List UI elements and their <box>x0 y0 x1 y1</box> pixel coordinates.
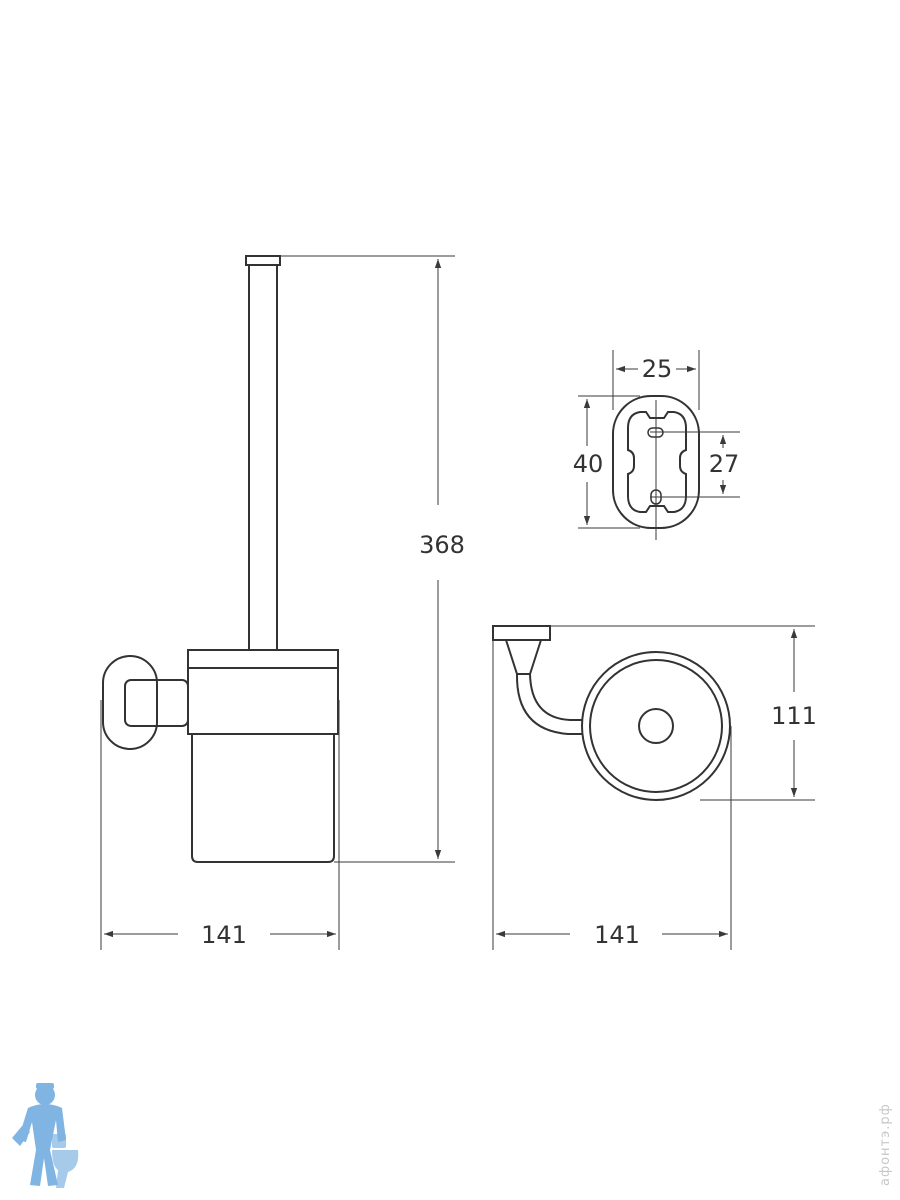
top-view-dimensions <box>492 625 815 950</box>
mounting-plate-dimensions <box>578 350 740 540</box>
brush-handle <box>248 264 278 651</box>
front-view <box>102 255 339 863</box>
width-top-label: 141 <box>594 921 640 949</box>
depth-label: 111 <box>771 702 817 730</box>
hole-spacing-label: 27 <box>709 450 740 478</box>
wall-mount-arm <box>124 679 189 727</box>
width-front-label: 141 <box>201 921 247 949</box>
top-view-inner-ring <box>589 659 723 793</box>
top-view-arm <box>515 673 582 735</box>
height-label: 368 <box>419 531 465 559</box>
plate-inner <box>627 411 687 513</box>
plate-height-label: 40 <box>573 450 604 478</box>
glass-cup <box>191 734 335 863</box>
top-view-wall-plate <box>492 625 551 641</box>
top-view-neck <box>505 639 542 675</box>
top-view-outer-ring <box>581 651 731 801</box>
plumber-mascot-icon <box>12 1083 79 1188</box>
watermark-text: афонтэ.рф <box>878 1103 893 1186</box>
brush-handle-cap <box>245 255 281 266</box>
holder-ring <box>187 667 339 735</box>
top-view <box>492 625 731 801</box>
plate-width-label: 25 <box>642 355 673 383</box>
front-view-dimensions <box>100 255 455 950</box>
wall-mount-plate <box>102 655 158 750</box>
holder-lid <box>187 649 339 669</box>
top-view-handle-hole <box>638 708 674 744</box>
